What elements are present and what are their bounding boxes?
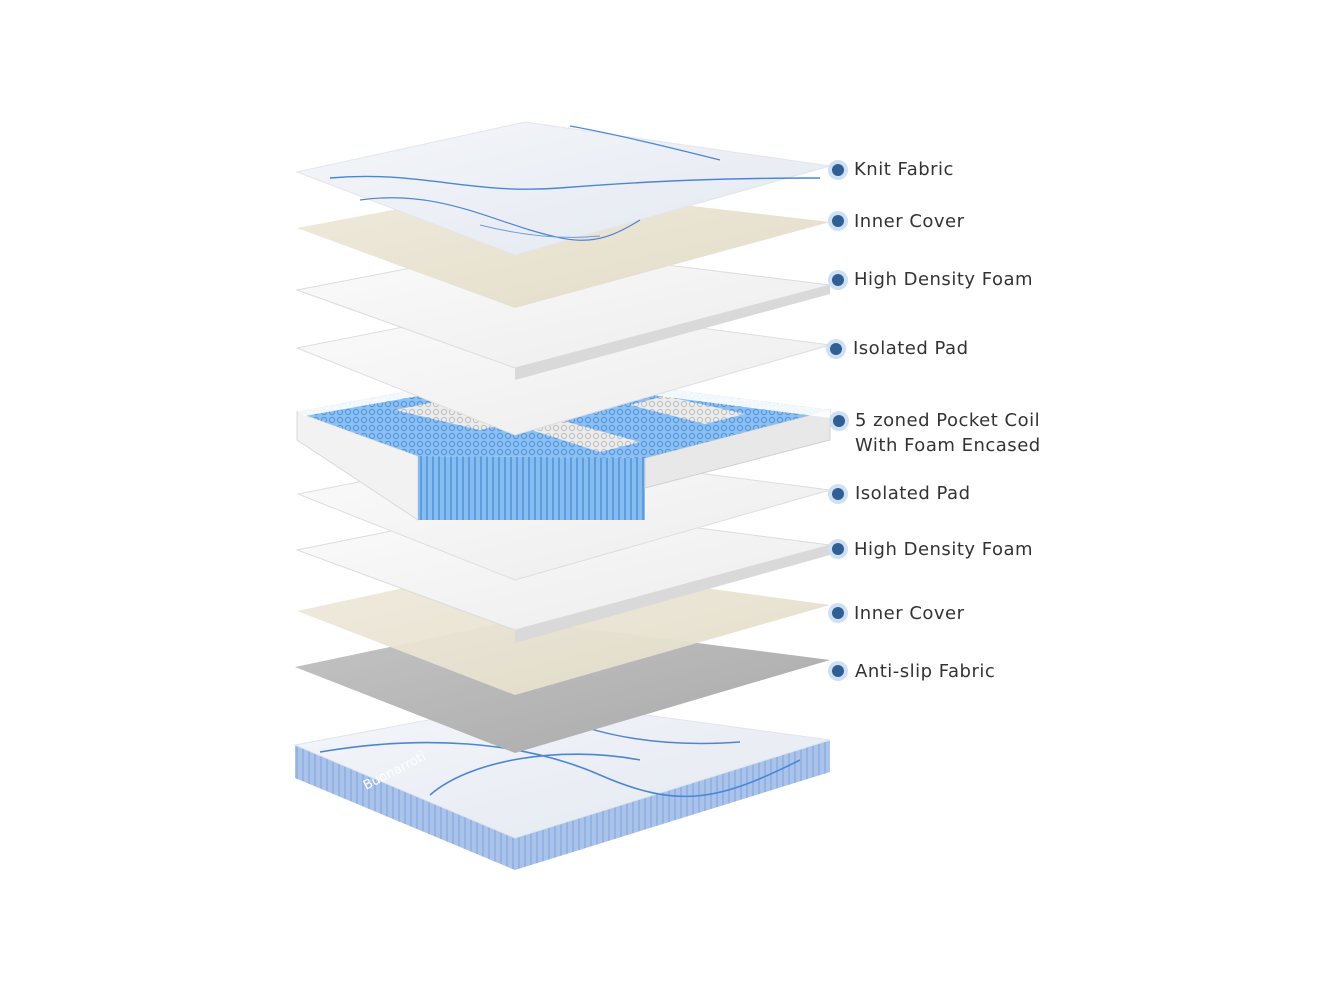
coil-zone-white: [525, 420, 640, 452]
layer-label-line: 5 zoned Pocket Coil: [855, 410, 1041, 431]
layer-label-inner-cover-bottom: Inner Cover: [854, 601, 965, 626]
mattress-side-left: [295, 745, 515, 870]
layer-label-line: Isolated Pad: [853, 338, 969, 359]
knit-wave-line: [479, 224, 601, 238]
layer-label-inner-cover-top: Inner Cover: [854, 209, 965, 234]
coil-zone-white: [630, 396, 745, 424]
layer-label-high-density-foam-top: High Density Foam: [854, 267, 1033, 292]
layer-label-line: Inner Cover: [854, 603, 965, 624]
knit-wave-line: [569, 125, 721, 161]
layer-label-line: High Density Foam: [854, 269, 1034, 290]
layer-label-line: Anti-slip Fabric: [855, 661, 996, 682]
knit-wave-line: [329, 175, 821, 190]
bullet-dot-icon: [828, 661, 848, 681]
mattress-top-line: [429, 753, 641, 796]
coil-cutaway-face: [418, 456, 645, 520]
layer-label-line: Knit Fabric: [854, 159, 954, 180]
layer-label-line: Isolated Pad: [855, 483, 971, 504]
mattress-side-right: [515, 740, 830, 870]
bullet-dot-icon: [826, 339, 846, 359]
knit-wave-line: [359, 197, 641, 241]
layer-label-anti-slip-fabric: Anti-slip Fabric: [855, 659, 995, 684]
bullet-dot-icon: [829, 411, 849, 431]
bullet-dot-icon: [828, 211, 848, 231]
layer-label-knit-fabric: Knit Fabric: [854, 157, 954, 182]
layer-label-isolated-pad-top: Isolated Pad: [853, 336, 969, 361]
layer-knit-fabric: [295, 121, 831, 256]
layer-label-high-density-foam-bottom: High Density Foam: [854, 537, 1033, 562]
bullet-dot-icon: [828, 484, 848, 504]
layer-label-line: Inner Cover: [854, 211, 965, 232]
bullet-dot-icon: [828, 539, 848, 559]
bullet-dot-icon: [828, 603, 848, 623]
assembled-mattress: Buonarroti: [293, 699, 831, 870]
mattress-top-line: [319, 741, 801, 798]
bullet-dot-icon: [828, 270, 848, 290]
bullet-dot-icon: [828, 160, 848, 180]
layer-label-line: With Foam Encased: [855, 435, 1041, 456]
layer-label-line: High Density Foam: [854, 539, 1034, 560]
layer-label-isolated-pad-bottom: Isolated Pad: [855, 481, 971, 506]
